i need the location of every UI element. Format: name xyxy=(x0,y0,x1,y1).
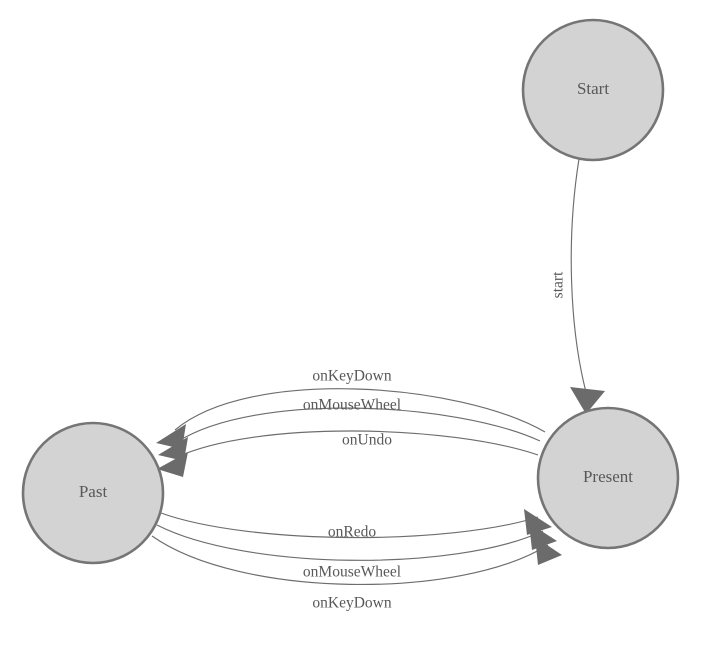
edge-start-arrowhead xyxy=(570,387,605,414)
edge-undo-label: onUndo xyxy=(342,432,392,449)
edge-redo-keydown[interactable]: onKeyDown xyxy=(151,535,562,612)
edge-redo-keydown-arrowhead xyxy=(535,537,562,565)
edge-undo-mousewheel-path xyxy=(176,407,541,443)
node-start-circle xyxy=(521,18,665,162)
edge-undo-mousewheel[interactable]: onMouseWheel xyxy=(158,397,541,461)
edge-redo-label: onRedo xyxy=(328,524,376,541)
node-present-circle xyxy=(536,406,680,550)
edge-undo-arrowhead xyxy=(157,452,188,477)
edge-undo-keydown-label: onKeyDown xyxy=(312,368,391,385)
node-past-label: Past xyxy=(79,482,108,501)
edge-redo-mousewheel-path xyxy=(156,524,544,561)
node-start-label: Start xyxy=(577,79,609,98)
node-start[interactable]: Start xyxy=(521,18,665,162)
edge-start[interactable]: start xyxy=(550,158,605,414)
node-present[interactable]: Present xyxy=(536,406,680,550)
node-present-label: Present xyxy=(583,467,633,486)
edge-undo-keydown-path xyxy=(174,388,546,433)
edge-undo-path xyxy=(174,430,539,459)
edge-undo[interactable]: onUndo xyxy=(157,430,539,477)
edge-redo-path xyxy=(160,512,539,539)
edge-start-label: start xyxy=(550,271,567,298)
node-past-circle xyxy=(21,421,165,565)
edge-redo-keydown-path xyxy=(151,535,549,586)
edge-redo-mousewheel-label: onMouseWheel xyxy=(303,564,401,581)
edge-undo-mousewheel-label: onMouseWheel xyxy=(303,397,401,414)
edge-redo[interactable]: onRedo xyxy=(160,509,552,541)
edge-start-path xyxy=(570,158,587,393)
node-past[interactable]: Past xyxy=(21,421,165,565)
edge-redo-keydown-label: onKeyDown xyxy=(312,595,391,612)
